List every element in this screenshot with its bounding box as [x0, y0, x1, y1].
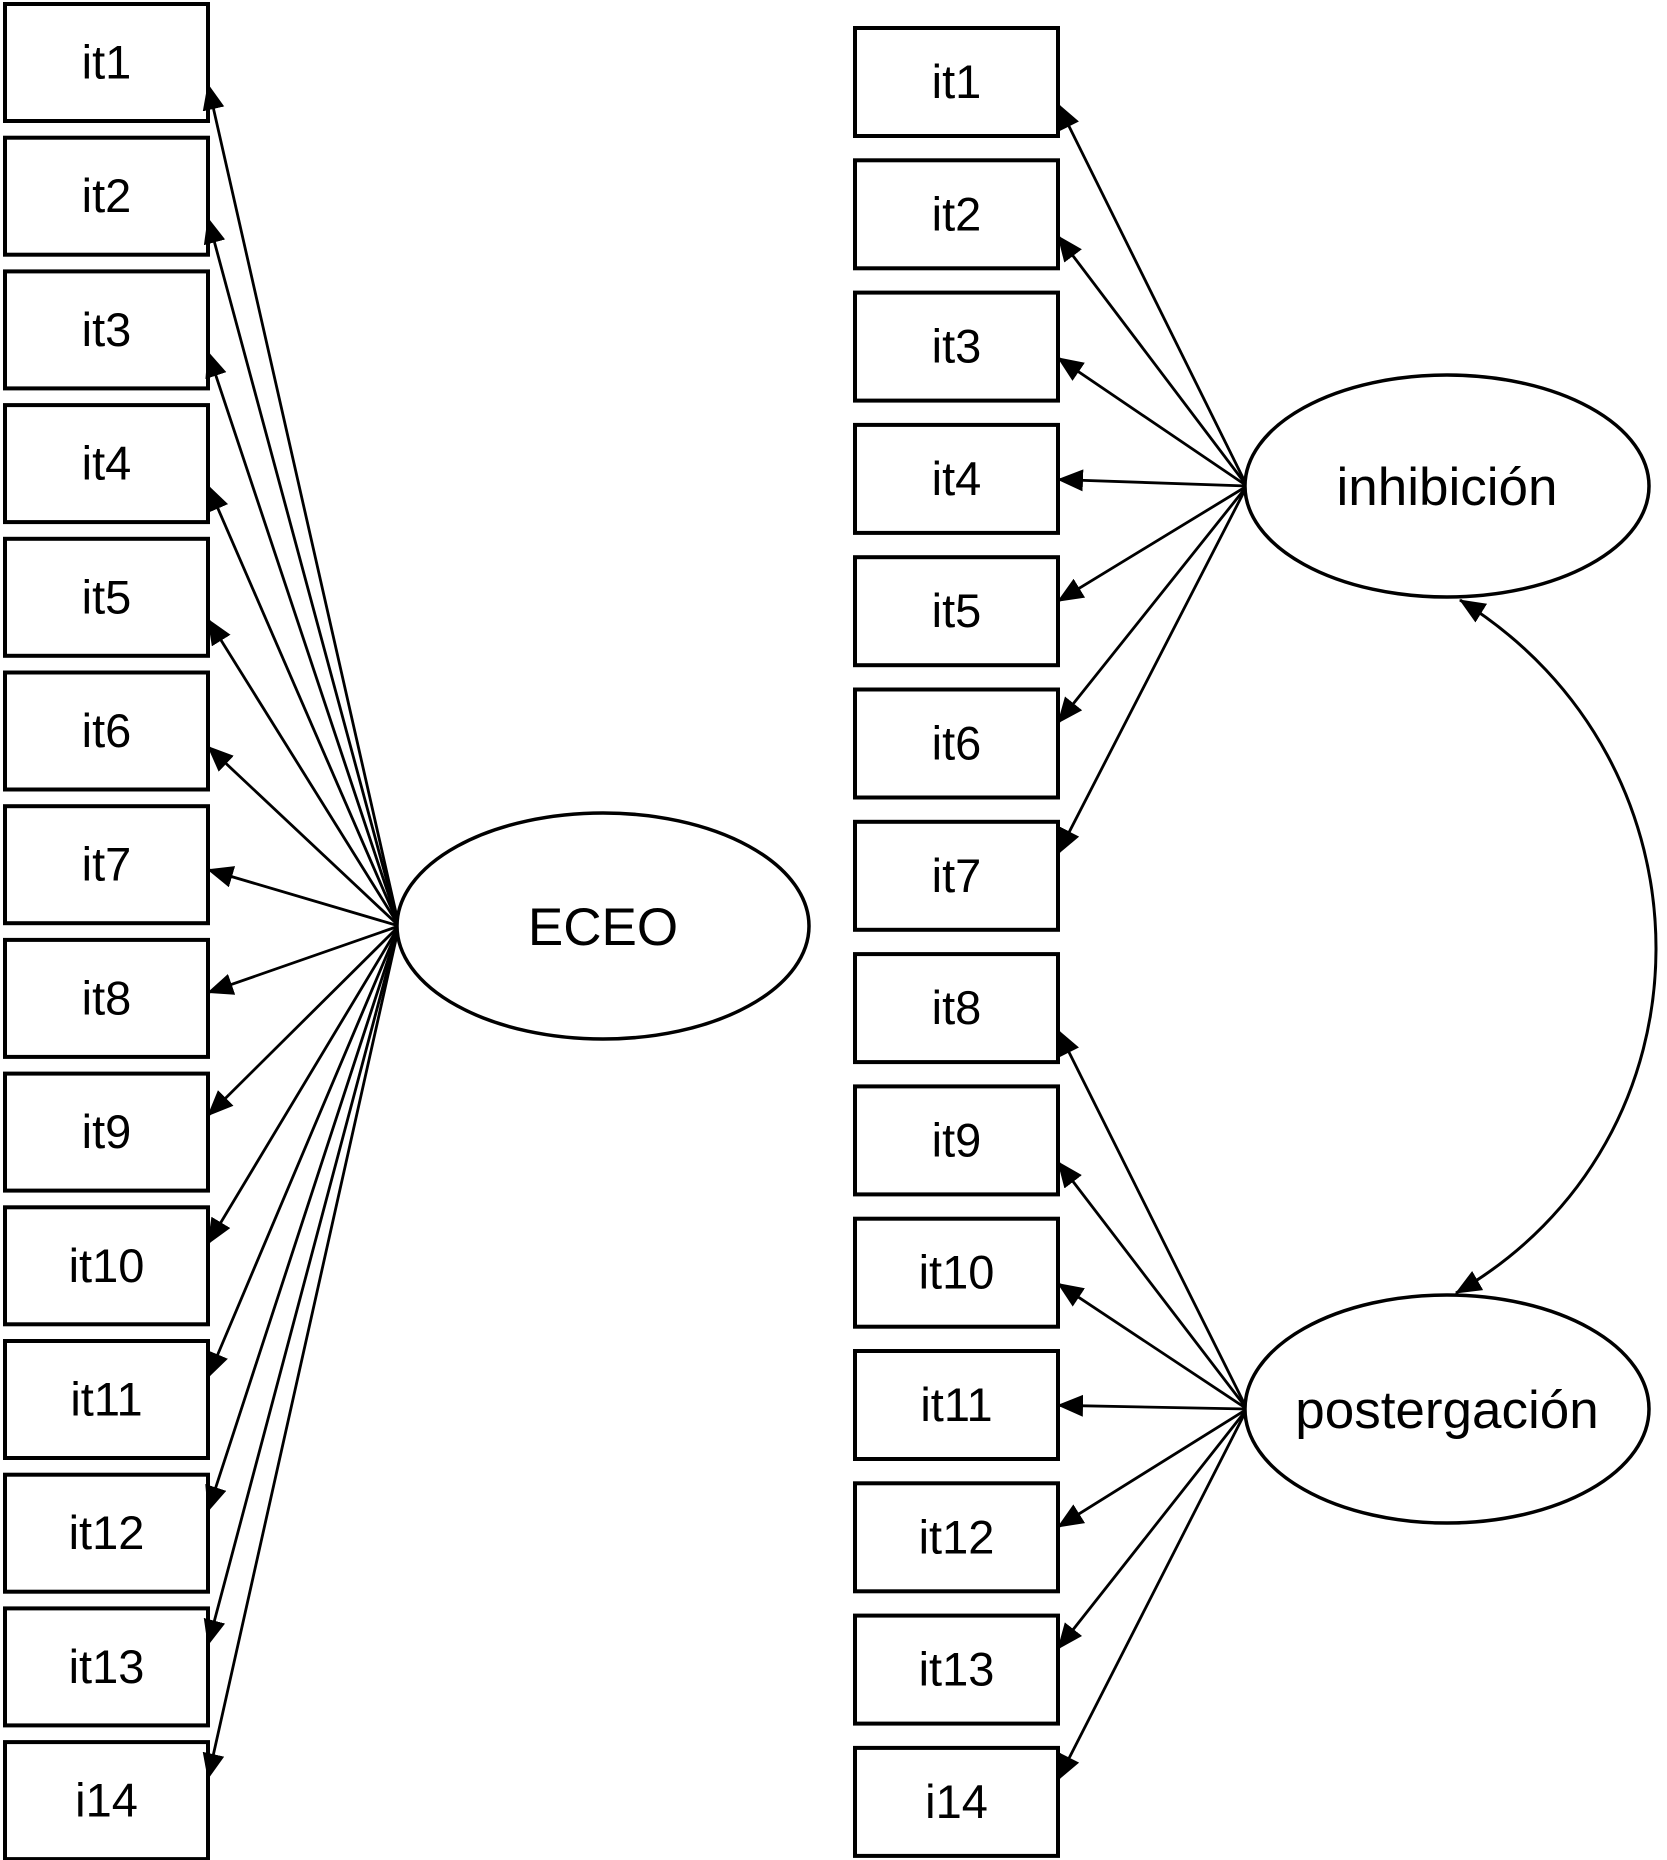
latent-ellipse-eceo: [395, 811, 811, 1041]
item-label-it2: it2: [932, 187, 982, 240]
loading-arrow-eceo-it12: [205, 925, 401, 1513]
item-box-it9: [853, 1084, 1060, 1197]
covariance-arrow-inhibicion-postergacion: [1455, 598, 1658, 1295]
item-box-it3: [853, 290, 1060, 403]
loading-arrow-postergacion-it12: [1057, 1407, 1248, 1529]
item-label-it5: it5: [932, 584, 982, 637]
item-box-it12: [3, 1472, 210, 1594]
loading-arrow-eceo-it5: [206, 618, 401, 927]
item-label-it1: it1: [932, 55, 982, 108]
item-label-it3: it3: [82, 303, 132, 356]
item-label-it9: it9: [932, 1113, 982, 1166]
item-label-it10: it10: [69, 1239, 145, 1292]
loading-arrow-postergacion-i14: [1056, 1408, 1249, 1781]
item-label-it13: it13: [919, 1643, 995, 1696]
item-label-it4: it4: [82, 437, 132, 490]
loading-arrow-eceo-i14: [202, 925, 401, 1780]
item-label-it11: it11: [70, 1373, 142, 1426]
loading-arrow-postergacion-it9: [1056, 1161, 1249, 1410]
latent-label-eceo: ECEO: [528, 898, 678, 957]
loading-arrow-eceo-it10: [206, 925, 401, 1245]
item-box-it9: [3, 1071, 210, 1193]
loading-arrow-inhibicion-it7: [1056, 485, 1249, 855]
item-label-it6: it6: [82, 704, 132, 757]
item-label-i14: i14: [925, 1775, 988, 1828]
item-box-it1: [3, 2, 210, 123]
item-label-it11: it11: [920, 1378, 992, 1431]
item-box-it7: [3, 804, 210, 926]
item-box-i14: [3, 1740, 210, 1860]
item-box-it10: [3, 1205, 210, 1327]
item-label-it10: it10: [919, 1246, 995, 1299]
item-box-it10: [853, 1216, 1060, 1329]
item-label-it5: it5: [82, 570, 132, 623]
item-label-it7: it7: [932, 849, 982, 902]
loading-arrow-eceo-it4: [206, 484, 401, 927]
item-box-it5: [3, 536, 210, 658]
item-box-it3: [3, 269, 210, 391]
item-label-it8: it8: [82, 971, 132, 1024]
loading-arrow-inhibicion-it6: [1056, 485, 1249, 724]
loading-arrow-eceo-it9: [207, 925, 400, 1117]
item-box-it8: [3, 937, 210, 1059]
loading-arrow-eceo-it8: [207, 924, 400, 995]
loading-arrow-inhibicion-it4: [1057, 469, 1248, 492]
item-box-it2: [3, 135, 210, 257]
latent-ellipse-postergacion: [1243, 1293, 1651, 1525]
item-box-it5: [853, 555, 1060, 668]
loading-arrow-postergacion-it11: [1057, 1394, 1248, 1417]
loading-arrow-eceo-it6: [207, 745, 400, 928]
item-label-it13: it13: [69, 1640, 145, 1693]
item-label-it9: it9: [82, 1105, 132, 1158]
loading-arrow-eceo-it1: [202, 83, 401, 927]
loading-arrow-inhibicion-it2: [1056, 235, 1249, 487]
loading-arrow-postergacion-it8: [1056, 1029, 1249, 1410]
loading-arrow-eceo-it11: [206, 925, 401, 1379]
latent-ellipse-inhibicion: [1243, 373, 1651, 599]
item-box-it12: [853, 1481, 1060, 1594]
item-label-it3: it3: [932, 320, 982, 373]
latent-label-inhibicion: inhibición: [1337, 458, 1558, 517]
loading-arrow-postergacion-it10: [1057, 1282, 1248, 1411]
item-label-it6: it6: [932, 717, 982, 770]
loading-arrow-eceo-it13: [203, 925, 401, 1646]
latent-label-postergacion: postergación: [1295, 1381, 1598, 1440]
item-label-it8: it8: [932, 981, 982, 1034]
item-box-it4: [3, 403, 210, 525]
loading-arrow-eceo-it2: [203, 217, 401, 927]
loading-arrow-inhibicion-it5: [1057, 484, 1248, 603]
item-label-i14: i14: [75, 1774, 138, 1827]
item-box-i14: [853, 1745, 1060, 1858]
item-box-it6: [853, 687, 1060, 800]
item-box-it13: [3, 1606, 210, 1728]
loading-arrow-postergacion-it13: [1056, 1408, 1249, 1650]
model-unidimensional: it1 it2 it3 it4 it5 it6 it7 it8 it9 it10 it11 it12 i…: [3, 2, 811, 1860]
item-label-it12: it12: [69, 1506, 145, 1559]
item-box-it6: [3, 670, 210, 792]
item-box-it11: [3, 1339, 210, 1460]
item-label-it2: it2: [82, 169, 132, 222]
item-box-it13: [853, 1613, 1060, 1726]
item-box-it11: [853, 1349, 1060, 1461]
item-box-it8: [853, 952, 1060, 1065]
item-box-it1: [853, 26, 1060, 138]
loading-arrow-inhibicion-it1: [1056, 103, 1249, 487]
item-label-it7: it7: [82, 838, 132, 891]
item-box-it7: [853, 819, 1060, 932]
item-label-it1: it1: [82, 36, 132, 89]
model-bidimensional: it1 it2 it3 it4 it5 it6 it7 it8 it9 it10 it11 it12 i…: [853, 26, 1658, 1858]
item-label-it4: it4: [932, 452, 982, 505]
item-label-it12: it12: [919, 1510, 995, 1563]
loading-arrow-eceo-it3: [205, 350, 401, 927]
loading-arrow-inhibicion-it3: [1057, 356, 1248, 488]
loading-arrow-eceo-it7: [207, 866, 400, 928]
item-box-it2: [853, 158, 1060, 271]
